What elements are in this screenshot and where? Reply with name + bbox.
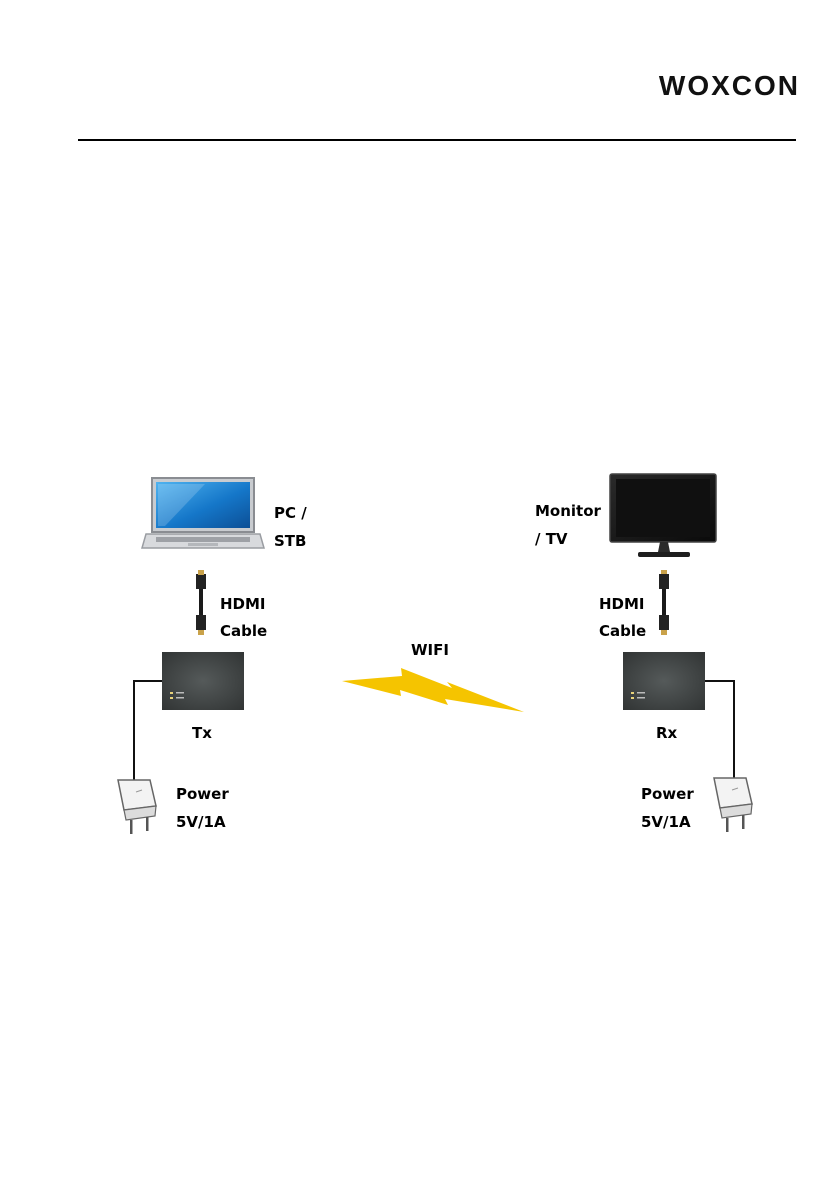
monitor-icon [610, 474, 716, 557]
rx-device-icon [623, 652, 705, 710]
rx-power-label-line1: Power [641, 781, 694, 807]
rx-cable-label-line2: Cable [599, 618, 646, 644]
display-label-line1: Monitor [535, 498, 601, 524]
rx-power-cord [705, 681, 734, 778]
hdmi-cable-tx-icon [196, 570, 206, 635]
rx-cable-label-line1: HDMI [599, 591, 645, 617]
rx-label: Rx [656, 720, 677, 746]
wifi-label: WIFI [411, 637, 449, 663]
tx-device-icon [162, 652, 244, 710]
tx-cable-label-line2: Cable [220, 618, 267, 644]
source-label-line2: STB [274, 528, 306, 554]
tx-power-adapter-icon [118, 780, 156, 834]
rx-power-label-line2: 5V/1A [641, 809, 691, 835]
rx-power-adapter-icon [714, 778, 752, 832]
hdmi-cable-rx-icon [659, 570, 669, 635]
display-label-line2: / TV [535, 526, 568, 552]
tx-power-label-line2: 5V/1A [176, 809, 226, 835]
laptop-icon [142, 478, 264, 548]
tx-cable-label-line1: HDMI [220, 591, 266, 617]
tx-power-label-line1: Power [176, 781, 229, 807]
tx-label: Tx [192, 720, 212, 746]
wifi-signal-bolt-icon [342, 668, 524, 712]
tx-power-cord [134, 681, 162, 790]
source-label-line1: PC / [274, 500, 307, 526]
